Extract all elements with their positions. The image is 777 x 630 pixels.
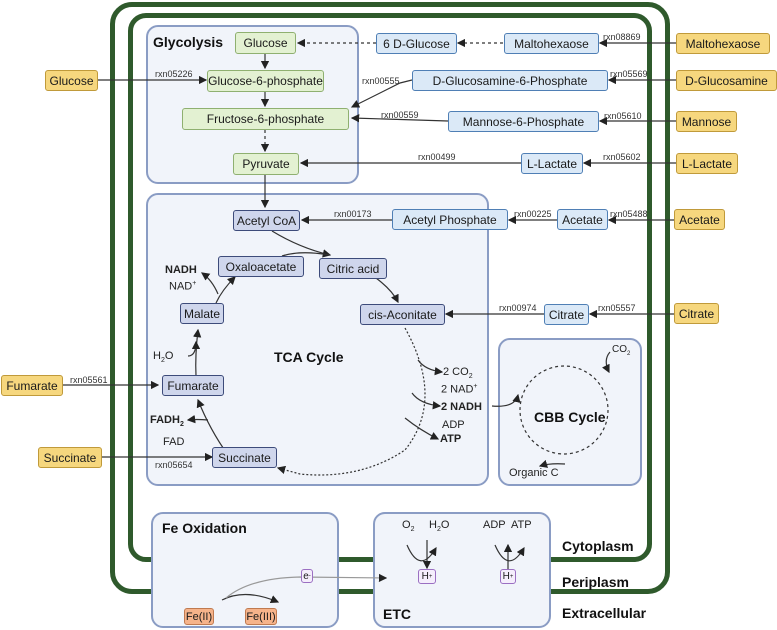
label-h2o: H2O xyxy=(153,350,174,365)
rxn-label: rxn00974 xyxy=(499,303,537,313)
node-fumarate[interactable]: Fumarate xyxy=(162,375,224,396)
node-fructose-6-phosphate[interactable]: Fructose-6-phosphate xyxy=(182,108,349,130)
label-2nad: 2 NAD+ xyxy=(441,383,478,396)
electron-path xyxy=(225,573,388,599)
arrow-adp-atp xyxy=(494,544,525,562)
node-cis-aconitate[interactable]: cis-Aconitate xyxy=(360,304,445,325)
rxn-label: rxn05610 xyxy=(604,111,642,121)
node-glucosamine-6-phosphate[interactable]: D-Glucosamine-6-Phosphate xyxy=(412,70,608,91)
rxn-label: rxn05569 xyxy=(610,69,648,79)
label-etc-adp: ADP xyxy=(483,519,506,531)
arrow-acetylcoa-citric xyxy=(271,230,332,258)
rxn-label: rxn05226 xyxy=(155,69,193,79)
node-l-lactate-int[interactable]: L-Lactate xyxy=(521,153,583,174)
node-acetyl-coa[interactable]: Acetyl CoA xyxy=(233,210,300,231)
label-organic-c: Organic C xyxy=(509,467,559,479)
arrow-h2o xyxy=(187,340,201,357)
node-fe3[interactable]: Fe(III) xyxy=(245,608,277,625)
arrow-oxaloacetate-citric xyxy=(281,252,331,257)
rxn-label: rxn00555 xyxy=(362,76,400,86)
label-fadh2: FADH2 xyxy=(150,414,184,429)
ext-l-lactate[interactable]: L-Lactate xyxy=(676,153,738,174)
label-etc-atp: ATP xyxy=(511,519,532,531)
node-acetate-int[interactable]: Acetate xyxy=(557,209,608,230)
ext-d-glucosamine[interactable]: D-Glucosamine xyxy=(676,70,777,91)
cbb-panel: CBB Cycle xyxy=(498,338,642,486)
node-h-plus-1: H+ xyxy=(418,569,436,584)
arrow-fadh2 xyxy=(186,414,209,424)
arrow-nadh-cbb xyxy=(491,393,521,407)
node-electron: e- xyxy=(301,569,313,583)
node-acetyl-phosphate[interactable]: Acetyl Phosphate xyxy=(392,209,508,230)
label-atp: ATP xyxy=(440,433,462,445)
node-malate[interactable]: Malate xyxy=(180,303,224,324)
rxn-label: rxn05602 xyxy=(603,152,641,162)
rxn-label: rxn00173 xyxy=(334,209,372,219)
rxn-label: rxn00225 xyxy=(514,209,552,219)
node-pyruvate[interactable]: Pyruvate xyxy=(233,153,299,175)
label-etc-h2o: H2O xyxy=(429,519,450,534)
node-glucose-6-phosphate[interactable]: Glucose-6-phosphate xyxy=(207,70,324,92)
etc-title: ETC xyxy=(383,606,411,622)
arrow-nadh2 xyxy=(411,392,442,410)
arrow-fe2-fe3 xyxy=(221,593,280,604)
label-2nadh: 2 NADH xyxy=(441,401,482,413)
node-fe2[interactable]: Fe(II) xyxy=(184,608,214,625)
region-periplasm: Periplasm xyxy=(562,574,629,590)
tca-title: TCA Cycle xyxy=(274,349,344,365)
fe-oxidation-title: Fe Oxidation xyxy=(162,520,247,536)
ext-succinate[interactable]: Succinate xyxy=(38,447,102,468)
rxn-label: rxn05654 xyxy=(155,460,193,470)
node-citrate-int[interactable]: Citrate xyxy=(544,304,589,325)
arrow-malate-oxaloacetate xyxy=(215,276,236,304)
cbb-title: CBB Cycle xyxy=(534,409,606,425)
arrow-cbb-co2 xyxy=(602,351,611,374)
rxn-label: rxn00499 xyxy=(418,152,456,162)
tca-arc xyxy=(276,327,426,476)
cbb-circle xyxy=(519,365,609,455)
arrow-fumarate-malate xyxy=(192,328,202,377)
region-extracellular: Extracellular xyxy=(562,605,647,621)
node-succinate[interactable]: Succinate xyxy=(212,447,277,468)
arrow-atp xyxy=(404,417,440,440)
rxn-label: rxn05557 xyxy=(598,303,636,313)
arrow-cbb-organic xyxy=(538,459,566,468)
node-citric-acid[interactable]: Citric acid xyxy=(319,258,387,279)
ext-maltohexaose[interactable]: Maltohexaose xyxy=(676,33,770,54)
arrow-malate-nadh xyxy=(201,272,219,295)
node-h-plus-2: H+ xyxy=(500,569,516,584)
node-oxaloacetate[interactable]: Oxaloacetate xyxy=(218,256,304,277)
label-nad: NAD+ xyxy=(169,280,197,293)
node-maltohexaose-int[interactable]: Maltohexaose xyxy=(504,33,599,54)
node-mannose-6-phosphate[interactable]: Mannose-6-Phosphate xyxy=(448,111,599,132)
label-nadh: NADH xyxy=(165,264,197,276)
rxn-label: rxn08869 xyxy=(603,32,641,42)
etc-panel: ETC xyxy=(373,512,551,628)
rxn-label: rxn05488 xyxy=(610,209,648,219)
arrow-o2-h2o xyxy=(406,544,437,562)
rxn-label: rxn05561 xyxy=(70,375,108,385)
ext-glucose[interactable]: Glucose xyxy=(45,70,98,91)
label-etc-o2: O2 xyxy=(402,519,415,534)
node-6-d-glucose[interactable]: 6 D-Glucose xyxy=(376,33,457,54)
arrow-co2 xyxy=(417,359,444,376)
label-2co2: 2 CO2 xyxy=(443,366,473,381)
ext-fumarate[interactable]: Fumarate xyxy=(1,375,63,396)
rxn-label: rxn00559 xyxy=(381,110,419,120)
label-fad: FAD xyxy=(163,436,185,448)
arrow-glucosamine6p-f6p xyxy=(350,79,413,108)
label-cbb-co2: CO2 xyxy=(612,344,631,357)
label-adp: ADP xyxy=(442,419,465,431)
ext-mannose[interactable]: Mannose xyxy=(676,111,737,132)
ext-citrate[interactable]: Citrate xyxy=(674,303,719,324)
node-glucose[interactable]: Glucose xyxy=(235,32,296,54)
glycolysis-title: Glycolysis xyxy=(153,34,224,50)
region-cytoplasm: Cytoplasm xyxy=(562,538,634,554)
ext-acetate[interactable]: Acetate xyxy=(674,209,725,230)
arrow-citric-cisaconitate xyxy=(375,277,399,304)
arrow-mannose6p-f6p xyxy=(350,114,449,123)
